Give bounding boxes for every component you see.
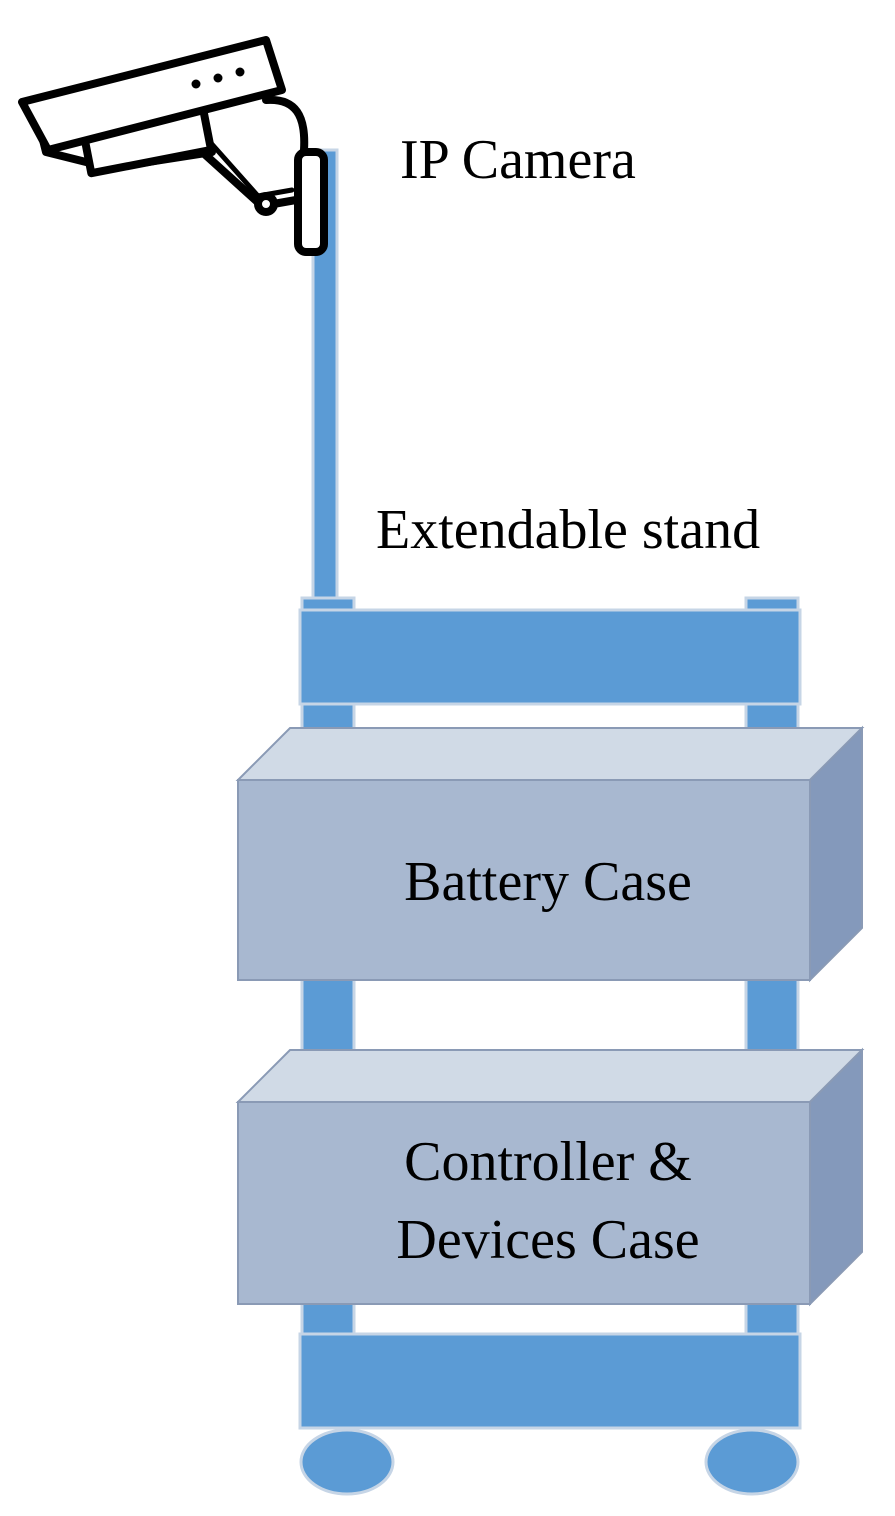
battery-case-top-face bbox=[235, 727, 865, 781]
cctv-camera-icon bbox=[18, 36, 328, 256]
controller-case-label-line2: Devices Case bbox=[396, 1209, 699, 1271]
top-shelf-bar bbox=[298, 608, 802, 706]
battery-case-label: Battery Case bbox=[404, 851, 692, 913]
ip-camera-label: IP Camera bbox=[400, 129, 636, 191]
left-wheel bbox=[299, 1428, 395, 1496]
controller-devices-case: Controller & Devices Case bbox=[235, 1047, 865, 1307]
controller-case-top-face bbox=[235, 1049, 865, 1103]
right-wheel bbox=[704, 1428, 800, 1496]
controller-case-label-line1: Controller & bbox=[404, 1131, 692, 1193]
battery-case: Battery Case bbox=[235, 725, 865, 983]
bottom-shelf-bar bbox=[298, 1332, 802, 1430]
controller-case-front-face bbox=[237, 1101, 811, 1305]
extendable-stand-label: Extendable stand bbox=[376, 499, 760, 561]
battery-case-front-face bbox=[237, 779, 811, 981]
